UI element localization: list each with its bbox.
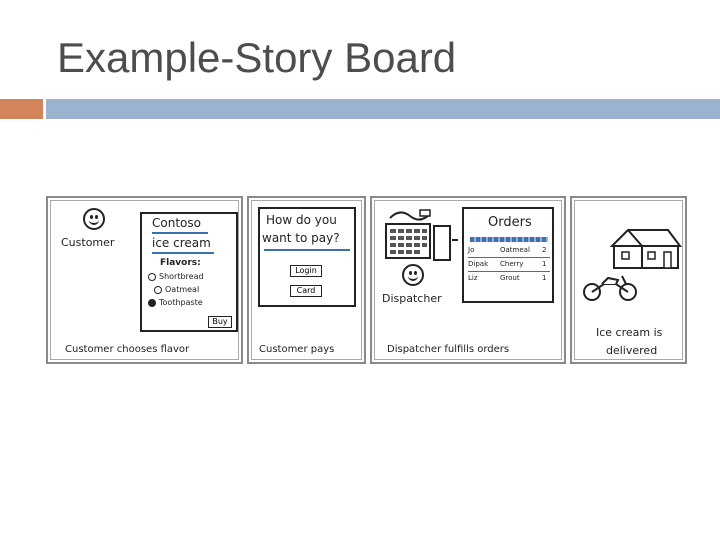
slide-title: Example-Story Board xyxy=(57,34,457,81)
payment-title-line-2: want to pay? xyxy=(262,231,340,245)
order-qty: 2 xyxy=(542,246,547,254)
radio-icon xyxy=(154,285,162,294)
customer-label: Customer xyxy=(61,236,115,249)
orders-title: Orders xyxy=(488,215,532,230)
order-qty: 1 xyxy=(542,274,547,282)
payment-title-underline xyxy=(264,249,350,251)
order-name: Dipak xyxy=(468,260,489,268)
order-row-3: Liz Grout 1 xyxy=(468,273,550,285)
flavors-heading: Flavors: xyxy=(160,258,201,268)
login-button[interactable]: Login xyxy=(290,265,322,277)
flavor-option-2[interactable]: Oatmeal xyxy=(154,283,199,296)
panel-2-caption: Customer pays xyxy=(259,344,335,355)
buy-button[interactable]: Buy xyxy=(208,316,232,328)
order-flavor: Cherry xyxy=(500,260,524,268)
flavor-option-1[interactable]: Shortbread xyxy=(148,270,204,283)
orders-title-underline xyxy=(470,237,548,242)
card-button[interactable]: Card xyxy=(290,285,322,297)
card-title-line-1: Contoso xyxy=(152,216,201,230)
motorcycle-icon xyxy=(583,275,637,301)
dispatcher-label: Dispatcher xyxy=(382,292,442,305)
panel-4-caption-line-2: delivered xyxy=(606,344,658,357)
order-row-1: Jo Oatmeal 2 xyxy=(468,245,550,257)
payment-title-line-1: How do you xyxy=(266,213,337,227)
panel-3-caption: Dispatcher fulfills orders xyxy=(387,344,510,355)
title-bar xyxy=(46,99,720,119)
panel-4-caption-line-1: Ice cream is xyxy=(596,326,663,339)
card-title-underline-2 xyxy=(152,252,214,254)
order-name: Jo xyxy=(468,246,475,254)
order-name: Liz xyxy=(468,274,478,282)
storyboard-panel-2: How do you want to pay? Login Card Custo… xyxy=(247,196,366,364)
storyboard-panel-3: Dispatcher Orders Jo Oatmeal 2 Dipak Che… xyxy=(370,196,566,364)
order-flavor: Grout xyxy=(500,274,520,282)
customer-smiley-icon xyxy=(83,208,105,230)
orders-card: Orders Jo Oatmeal 2 Dipak Cherry 1 Liz G… xyxy=(462,207,554,303)
ordering-card: Contoso ice cream Flavors: Shortbread Oa… xyxy=(140,212,238,332)
title-bar-accent xyxy=(0,99,43,119)
radio-selected-icon xyxy=(148,298,156,307)
panel-1-caption: Customer chooses flavor xyxy=(65,344,190,355)
dispatcher-smiley-icon xyxy=(402,264,424,286)
order-row-divider xyxy=(468,257,550,258)
order-row-divider xyxy=(468,271,550,272)
house-icon xyxy=(609,229,682,269)
order-flavor: Oatmeal xyxy=(500,246,530,254)
radio-icon xyxy=(148,272,156,281)
dispatch-computer-icon xyxy=(385,209,458,261)
card-title-underline-1 xyxy=(152,232,208,234)
payment-card: How do you want to pay? Login Card xyxy=(258,207,356,307)
order-qty: 1 xyxy=(542,260,547,268)
storyboard-panel-4: Ice cream is delivered xyxy=(570,196,687,364)
card-title-line-2: ice cream xyxy=(152,236,211,250)
storyboard-panel-1: Customer Contoso ice cream Flavors: Shor… xyxy=(46,196,243,364)
flavor-option-3[interactable]: Toothpaste xyxy=(148,296,203,309)
order-row-2: Dipak Cherry 1 xyxy=(468,259,550,271)
